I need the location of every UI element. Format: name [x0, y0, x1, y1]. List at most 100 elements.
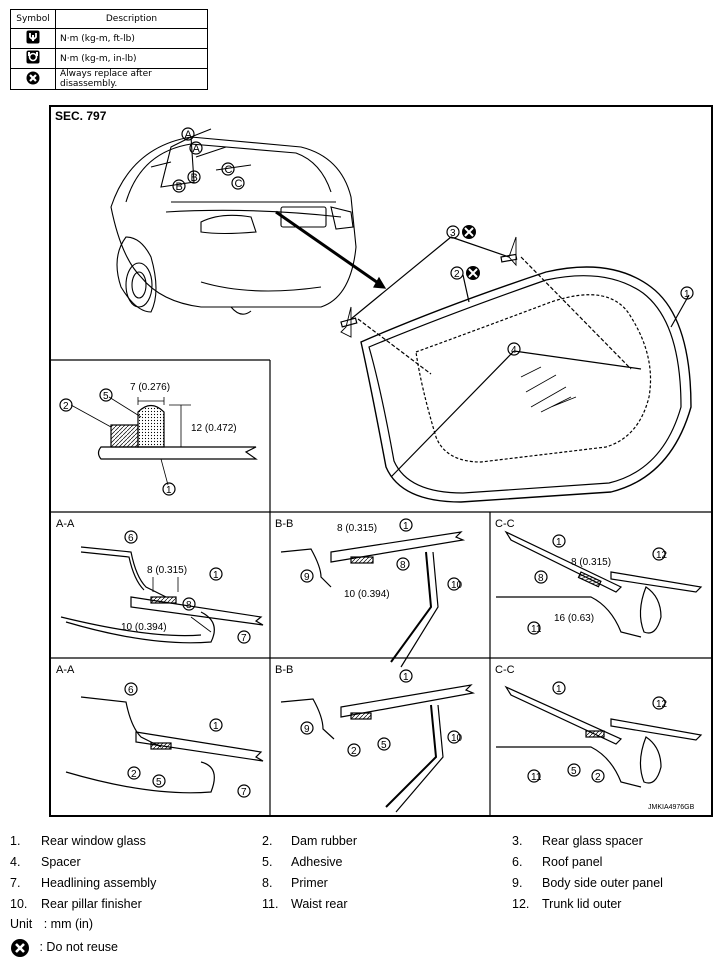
part-number: 1. — [10, 834, 21, 848]
callout-1: 1 — [403, 672, 409, 683]
diagram-code: JMKIA4976GB — [648, 804, 695, 811]
callout-2: 2 — [351, 746, 357, 757]
callout-8: 8 — [538, 573, 544, 584]
callout-1: 1 — [166, 485, 172, 496]
callout-5: 5 — [571, 766, 577, 777]
torque-wrench-small-icon — [26, 50, 40, 64]
legend-row-text: Always replace after disassembly. — [55, 68, 208, 90]
callout-12: 12 — [656, 699, 668, 710]
detail-view-label: A-A — [56, 664, 75, 676]
callout-7: 7 — [241, 787, 247, 798]
callout-5: 5 — [381, 740, 387, 751]
symbol-legend-table: Symbol Description N·m (kg-m, ft-lb) N·m… — [10, 9, 208, 90]
part-number: 10. — [10, 897, 28, 911]
callout-5: 5 — [103, 391, 109, 402]
callout-3: 3 — [450, 228, 456, 239]
part-name: Primer — [291, 876, 328, 890]
dim-primer-c-width: 16 (0.63) — [554, 613, 594, 624]
callout-9: 9 — [304, 724, 310, 735]
section-a-adhesive — [65, 696, 264, 794]
legend-header-symbol: Symbol — [10, 9, 56, 29]
do-not-reuse-text: : Do not reuse — [39, 940, 118, 955]
callout-12: 12 — [656, 550, 668, 561]
part-name: Adhesive — [291, 855, 343, 869]
callout-2: 2 — [454, 269, 460, 280]
legend-row-text: N·m (kg-m, ft-lb) — [55, 28, 208, 49]
callout-6: 6 — [128, 533, 134, 544]
part-name: Rear pillar finisher — [41, 897, 142, 911]
callout-7: 7 — [241, 633, 247, 644]
part-name: Spacer — [41, 855, 81, 869]
dim-primer-width: 8 (0.315) — [337, 523, 377, 534]
callout-9: 9 — [304, 572, 310, 583]
unit-value: : mm (in) — [43, 917, 94, 931]
callout-4: 4 — [511, 345, 517, 356]
unit-label: Unit — [10, 917, 33, 931]
part-name: Rear glass spacer — [542, 834, 643, 848]
detail-view-label: B-B — [275, 664, 293, 676]
detail-view-label: A-A — [56, 518, 75, 530]
callout-1: 1 — [213, 721, 219, 732]
part-number: 5. — [262, 855, 273, 869]
legend-row-text: N·m (kg-m, in-lb) — [55, 48, 208, 69]
dim-adhesive-width: 7 (0.276) — [130, 382, 170, 393]
callout-2: 2 — [595, 772, 601, 783]
dim-primer-a-width: 10 (0.394) — [121, 622, 167, 633]
callout-10: 10 — [451, 733, 463, 744]
part-name: Roof panel — [542, 855, 603, 869]
section-label: SEC. 797 — [55, 109, 107, 123]
section-b-primer — [280, 531, 466, 668]
callout-2: 2 — [63, 401, 69, 412]
callout-1: 1 — [556, 537, 562, 548]
callout-11: 11 — [531, 624, 542, 635]
callout-2: 2 — [131, 769, 137, 780]
part-name: Waist rear — [291, 897, 348, 911]
callout-1: 1 — [684, 289, 690, 300]
diagram-frame: A A B B C C 3 2 1 4 — [49, 105, 713, 817]
callout-8: 8 — [400, 560, 406, 571]
section-b-adhesive — [280, 684, 476, 813]
section-c-primer — [496, 530, 703, 638]
part-name: Rear window glass — [41, 834, 146, 848]
callout-c2: C — [235, 178, 243, 190]
callout-8: 8 — [186, 600, 192, 611]
callout-b2: B — [191, 172, 198, 184]
detail-view-label: C-C — [495, 664, 515, 676]
callout-1: 1 — [213, 570, 219, 581]
dim-primer-b-width: 10 (0.394) — [344, 589, 390, 600]
callout-6: 6 — [128, 685, 134, 696]
part-name: Trunk lid outer — [542, 897, 622, 911]
part-number: 4. — [10, 855, 21, 869]
part-number: 8. — [262, 876, 273, 890]
legend-header-description: Description — [55, 9, 208, 29]
part-number: 7. — [10, 876, 21, 890]
part-name: Body side outer panel — [542, 876, 663, 890]
section-a-primer — [60, 546, 264, 644]
unit-note: Unit : mm (in) — [10, 917, 93, 931]
detail-view-label: B-B — [275, 518, 293, 530]
part-name: Headlining assembly — [41, 876, 157, 890]
adhesive-detail — [70, 396, 258, 486]
callout-1: 1 — [556, 684, 562, 695]
dim-primer-width: 8 (0.315) — [147, 565, 187, 576]
callout-11: 11 — [531, 772, 542, 783]
part-number: 2. — [262, 834, 273, 848]
callout-a2: A — [193, 143, 201, 155]
callout-a1: A — [185, 129, 193, 141]
rear-window-glass-illustration — [340, 236, 692, 503]
part-number: 11. — [262, 897, 279, 911]
do-not-reuse-icon — [462, 225, 476, 239]
section-c-adhesive — [496, 685, 703, 788]
part-number: 3. — [512, 834, 523, 848]
do-not-reuse-icon — [11, 939, 29, 957]
torque-wrench-icon — [26, 30, 40, 44]
callout-1: 1 — [403, 521, 409, 532]
part-number: 9. — [512, 876, 523, 890]
rear-window-diagram: A A B B C C 3 2 1 4 — [51, 127, 711, 815]
callout-b1: B — [176, 181, 183, 193]
dim-adhesive-height: 12 (0.472) — [191, 423, 237, 434]
callout-10: 10 — [451, 580, 463, 591]
do-not-reuse-note: : Do not reuse — [10, 938, 118, 958]
dim-primer-width: 8 (0.315) — [571, 557, 611, 568]
detail-view-label: C-C — [495, 518, 515, 530]
